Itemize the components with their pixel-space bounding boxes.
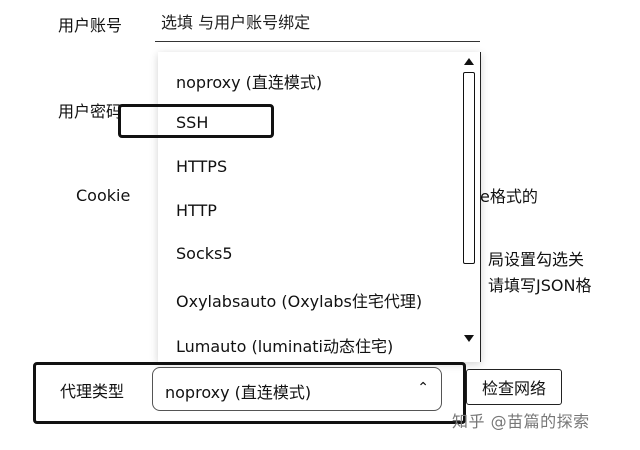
check-network-button[interactable]: 检查网络 [466,369,562,405]
dropdown-option-lumauto[interactable]: Lumauto (luminati动态住宅) [176,337,394,356]
proxy-type-selected-value: noproxy (直连模式) [165,383,312,402]
dropdown-option-oxylabsauto[interactable]: Oxylabsauto (Oxylabs住宅代理) [176,292,423,311]
dropdown-option-http[interactable]: HTTP [176,201,217,220]
password-label: 用户密码 [58,102,123,121]
dropdown-scrollbar[interactable] [462,52,478,362]
cookie-label: Cookie [76,186,131,205]
dropdown-option-https[interactable]: HTTPS [176,157,228,176]
scroll-thumb[interactable] [463,72,475,264]
account-input[interactable] [155,4,480,42]
proxy-type-dropdown-list[interactable]: noproxy (直连模式) SSH HTTPS HTTP Socks5 Oxy… [158,52,481,362]
watermark: 知乎 @苗篇的探索 [452,412,590,431]
proxy-type-label: 代理类型 [60,382,125,401]
cookie-hint-text: 局设置勾选关 [488,250,585,269]
scroll-up-arrow-icon[interactable] [464,58,474,65]
cookie-hint-text: 请填写JSON格 [488,276,592,295]
highlight-box-proxy-type [33,362,466,424]
dropdown-option-ssh[interactable]: SSH [176,113,209,132]
chevron-up-icon: ⌃ [417,380,429,396]
dropdown-option-socks5[interactable]: Socks5 [176,244,233,263]
highlight-box-ssh [118,104,274,138]
scroll-down-arrow-icon[interactable] [464,335,474,342]
cookie-hint-text: e格式的 [480,187,538,206]
proxy-type-select[interactable]: noproxy (直连模式) ⌃ [152,367,442,411]
dropdown-option-noproxy[interactable]: noproxy (直连模式) [176,73,323,92]
account-label: 用户账号 [58,16,123,35]
